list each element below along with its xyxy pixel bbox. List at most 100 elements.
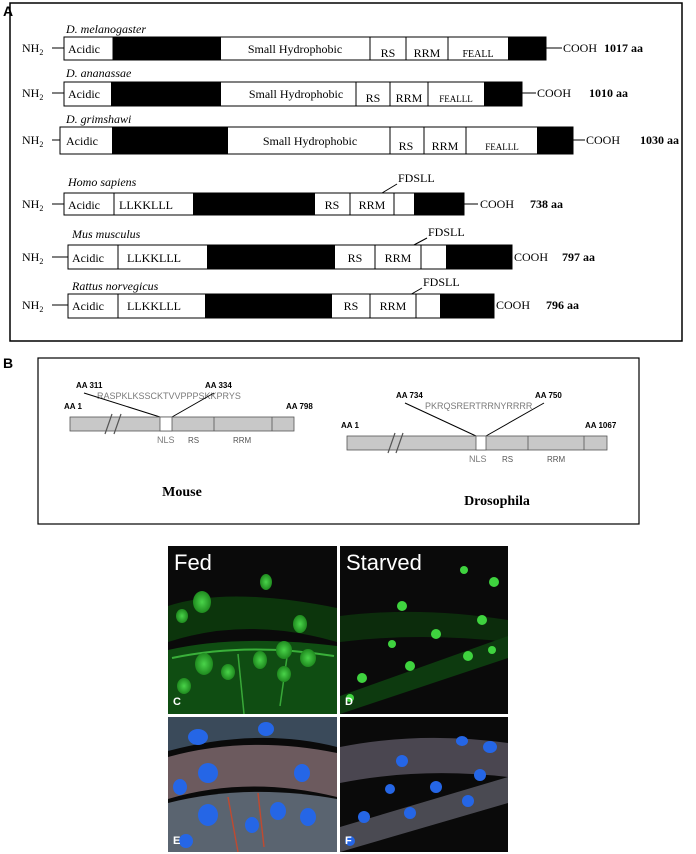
- nls-end-label: AA 334: [205, 381, 232, 390]
- species-name: Mus musculus: [71, 227, 141, 241]
- domain-rs: RS: [348, 251, 363, 265]
- n-terminus: NH2: [22, 86, 43, 102]
- protein-length: 1010 aa: [589, 86, 628, 100]
- black-segment: [113, 37, 221, 60]
- domain-rs: RS: [381, 46, 396, 60]
- domain-rs: RS: [325, 198, 340, 212]
- black-segment: [193, 193, 315, 215]
- mouse-title: Mouse: [162, 485, 202, 500]
- motif-label: FDSLL: [423, 275, 460, 289]
- micrograph-letter: E: [173, 835, 181, 847]
- micrograph-c-image: [168, 574, 337, 714]
- n-terminus: NH2: [22, 41, 43, 57]
- black-segment: [111, 82, 221, 106]
- protein-length: 796 aa: [546, 298, 579, 312]
- species-name: D. ananassae: [65, 66, 132, 80]
- c-terminus: COOH: [563, 41, 597, 55]
- nls-end-label: AA 750: [535, 391, 562, 400]
- nls-start-label: AA 311: [76, 381, 103, 390]
- domain-small-hydrophobic: Small Hydrophobic: [263, 134, 357, 148]
- c-terminus: COOH: [537, 86, 571, 100]
- black-segment: [112, 127, 228, 154]
- domain-small-hydrophobic: Small Hydrophobic: [249, 87, 343, 101]
- micrograph-letter: C: [173, 696, 181, 708]
- domain-feall: FEALL: [462, 49, 493, 60]
- black-segment: [508, 37, 546, 60]
- protein-row-d-melanogaster: D. melanogaster NH2 Acidic Small Hydroph…: [22, 22, 643, 61]
- species-name: D. grimshawi: [65, 112, 131, 126]
- nls-sequence: RASPKLKSSCKTVVPPPSKKPRYS: [97, 391, 241, 401]
- nls-box: [159, 416, 173, 432]
- micrograph-e: E: [168, 717, 337, 852]
- panel-a: A D. melanogaster NH2 Acidic Small Hydro…: [3, 2, 683, 342]
- c-terminus: COOH: [496, 298, 530, 312]
- black-segment: [207, 245, 335, 269]
- nls-box: [475, 435, 487, 451]
- n-terminus: NH2: [22, 298, 43, 314]
- domain-rrm: RRM: [385, 251, 412, 265]
- nls-label: NLS: [157, 435, 175, 445]
- black-segment: [484, 82, 522, 106]
- mouse-schematic: AA 311 AA 334 RASPKLKSSCKTVVPPPSKKPRYS A…: [64, 381, 313, 500]
- panel-a-label: A: [3, 3, 13, 19]
- micrograph-d-image: [340, 566, 508, 714]
- rs-label: RS: [502, 455, 513, 464]
- species-name: D. melanogaster: [65, 22, 146, 36]
- motif-label: FDSLL: [428, 225, 465, 239]
- domain-llkklll: LLKKLLL: [119, 198, 173, 212]
- black-segment: [205, 294, 332, 318]
- domain-rs: RS: [399, 139, 414, 153]
- rrm-label: RRM: [233, 436, 252, 445]
- domain-rrm: RRM: [359, 198, 386, 212]
- micrograph-e-image: [168, 717, 337, 852]
- domain-feall: FEALLL: [485, 142, 519, 152]
- n-terminus: NH2: [22, 133, 43, 149]
- nls-label: NLS: [469, 454, 487, 464]
- nls-sequence: PKRQSRERTRRNYRRRR: [425, 401, 533, 411]
- species-name: Homo sapiens: [67, 175, 137, 189]
- protein-row-homo-sapiens: Homo sapiens FDSLL NH2 Acidic LLKKLLL RS…: [22, 171, 563, 216]
- micrograph-grid: Fed C Starved D: [168, 546, 508, 852]
- domain-llkklll: LLKKLLL: [127, 251, 181, 265]
- protein-length: 738 aa: [530, 197, 563, 211]
- drosophila-title: Drosophila: [464, 494, 530, 509]
- black-segment: [446, 245, 512, 269]
- domain-rs: RS: [344, 299, 359, 313]
- species-name: Rattus norvegicus: [71, 279, 159, 293]
- protein-length: 797 aa: [562, 250, 595, 264]
- c-terminus: COOH: [586, 133, 620, 147]
- domain-rrm: RRM: [396, 91, 423, 105]
- domain-feall: FEALLL: [439, 94, 473, 104]
- black-segment: [537, 127, 573, 154]
- c-terminus: COOH: [480, 197, 514, 211]
- domain-small-hydrophobic: Small Hydrophobic: [248, 42, 342, 56]
- end-label: AA 1067: [585, 421, 617, 430]
- protein-length: 1017 aa: [604, 41, 643, 55]
- domain-acidic: Acidic: [72, 251, 104, 265]
- panel-b: B AA 311 AA 334 RASPKLKSSCKTVVPPPSKKPRYS…: [3, 355, 640, 525]
- start-label: AA 1: [64, 402, 82, 411]
- domain-rrm: RRM: [432, 139, 459, 153]
- micrograph-letter: D: [345, 696, 353, 708]
- domain-llkklll: LLKKLLL: [127, 299, 181, 313]
- rrm-label: RRM: [547, 455, 566, 464]
- n-terminus: NH2: [22, 250, 43, 266]
- black-segment: [440, 294, 494, 318]
- domain-acidic: Acidic: [68, 198, 100, 212]
- start-label: AA 1: [341, 421, 359, 430]
- micrograph-f: F: [340, 717, 508, 852]
- micrograph-title: Fed: [174, 550, 212, 575]
- protein-bar: [69, 416, 295, 432]
- domain-acidic: Acidic: [68, 42, 100, 56]
- micrograph-d: Starved D: [340, 546, 508, 714]
- rs-label: RS: [188, 436, 199, 445]
- nls-start-label: AA 734: [396, 391, 423, 400]
- domain-acidic: Acidic: [72, 299, 104, 313]
- n-terminus: NH2: [22, 197, 43, 213]
- panel-b-label: B: [3, 355, 13, 371]
- micrograph-letter: F: [345, 835, 352, 847]
- micrograph-title: Starved: [346, 550, 422, 575]
- end-label: AA 798: [286, 402, 313, 411]
- domain-acidic: Acidic: [66, 134, 98, 148]
- protein-row-mus-musculus: Mus musculus FDSLL NH2 Acidic LLKKLLL RS…: [22, 225, 595, 270]
